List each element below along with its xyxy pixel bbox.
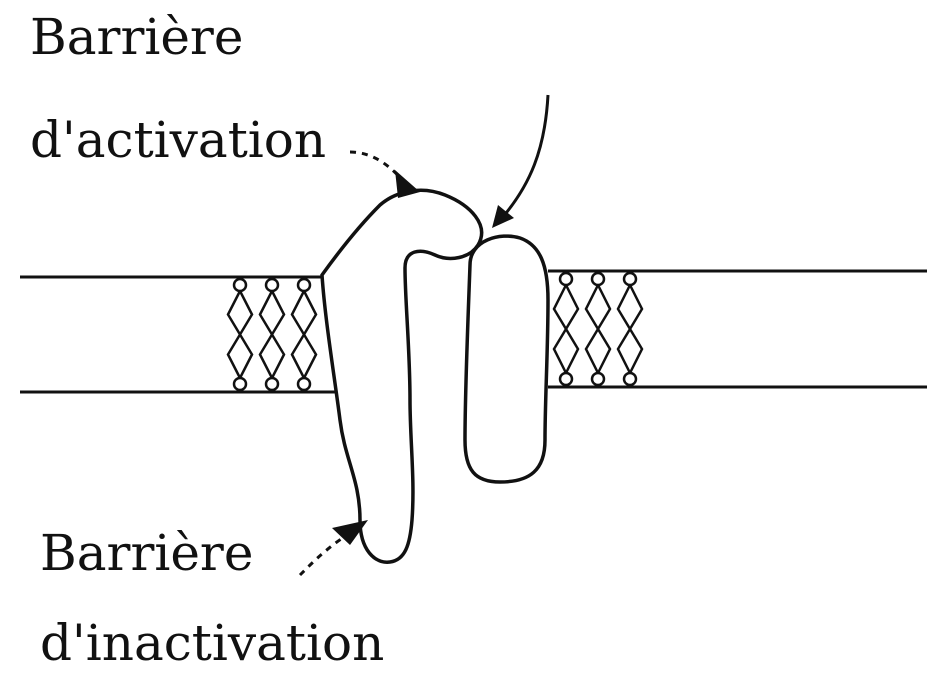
activation-label-line2: d'activation bbox=[30, 115, 326, 165]
lipid-head-bottom bbox=[624, 373, 636, 385]
lipid-head-top bbox=[624, 273, 636, 285]
lipid-head-bottom bbox=[234, 378, 246, 390]
lipid-tails bbox=[586, 285, 610, 373]
lipid-head-top bbox=[592, 273, 604, 285]
lipid-head-top bbox=[560, 273, 572, 285]
inactivation-label-line1: Barrière bbox=[40, 528, 253, 578]
lipid-head-bottom bbox=[592, 373, 604, 385]
channel-protein-left-subunit bbox=[322, 190, 482, 562]
lipid-head-bottom bbox=[266, 378, 278, 390]
lipid-head-top bbox=[298, 279, 310, 291]
lipid-head-bottom bbox=[298, 378, 310, 390]
pore-pointer-arrow bbox=[502, 95, 548, 218]
lipid-tails bbox=[618, 285, 642, 373]
lipid-head-top bbox=[266, 279, 278, 291]
lipid-head-bottom bbox=[560, 373, 572, 385]
inactivation-label-line2: d'inactivation bbox=[40, 618, 384, 668]
activation-label-line1: Barrière bbox=[30, 12, 243, 62]
lipid-tails bbox=[260, 291, 284, 378]
channel-protein-right-subunit bbox=[465, 236, 548, 482]
lipid-tails bbox=[554, 285, 578, 373]
lipid-tails bbox=[292, 291, 316, 378]
lipid-tails bbox=[228, 291, 252, 378]
lipid-head-top bbox=[234, 279, 246, 291]
lipid-bilayer-right bbox=[554, 273, 642, 385]
lipid-bilayer-left bbox=[228, 279, 316, 390]
